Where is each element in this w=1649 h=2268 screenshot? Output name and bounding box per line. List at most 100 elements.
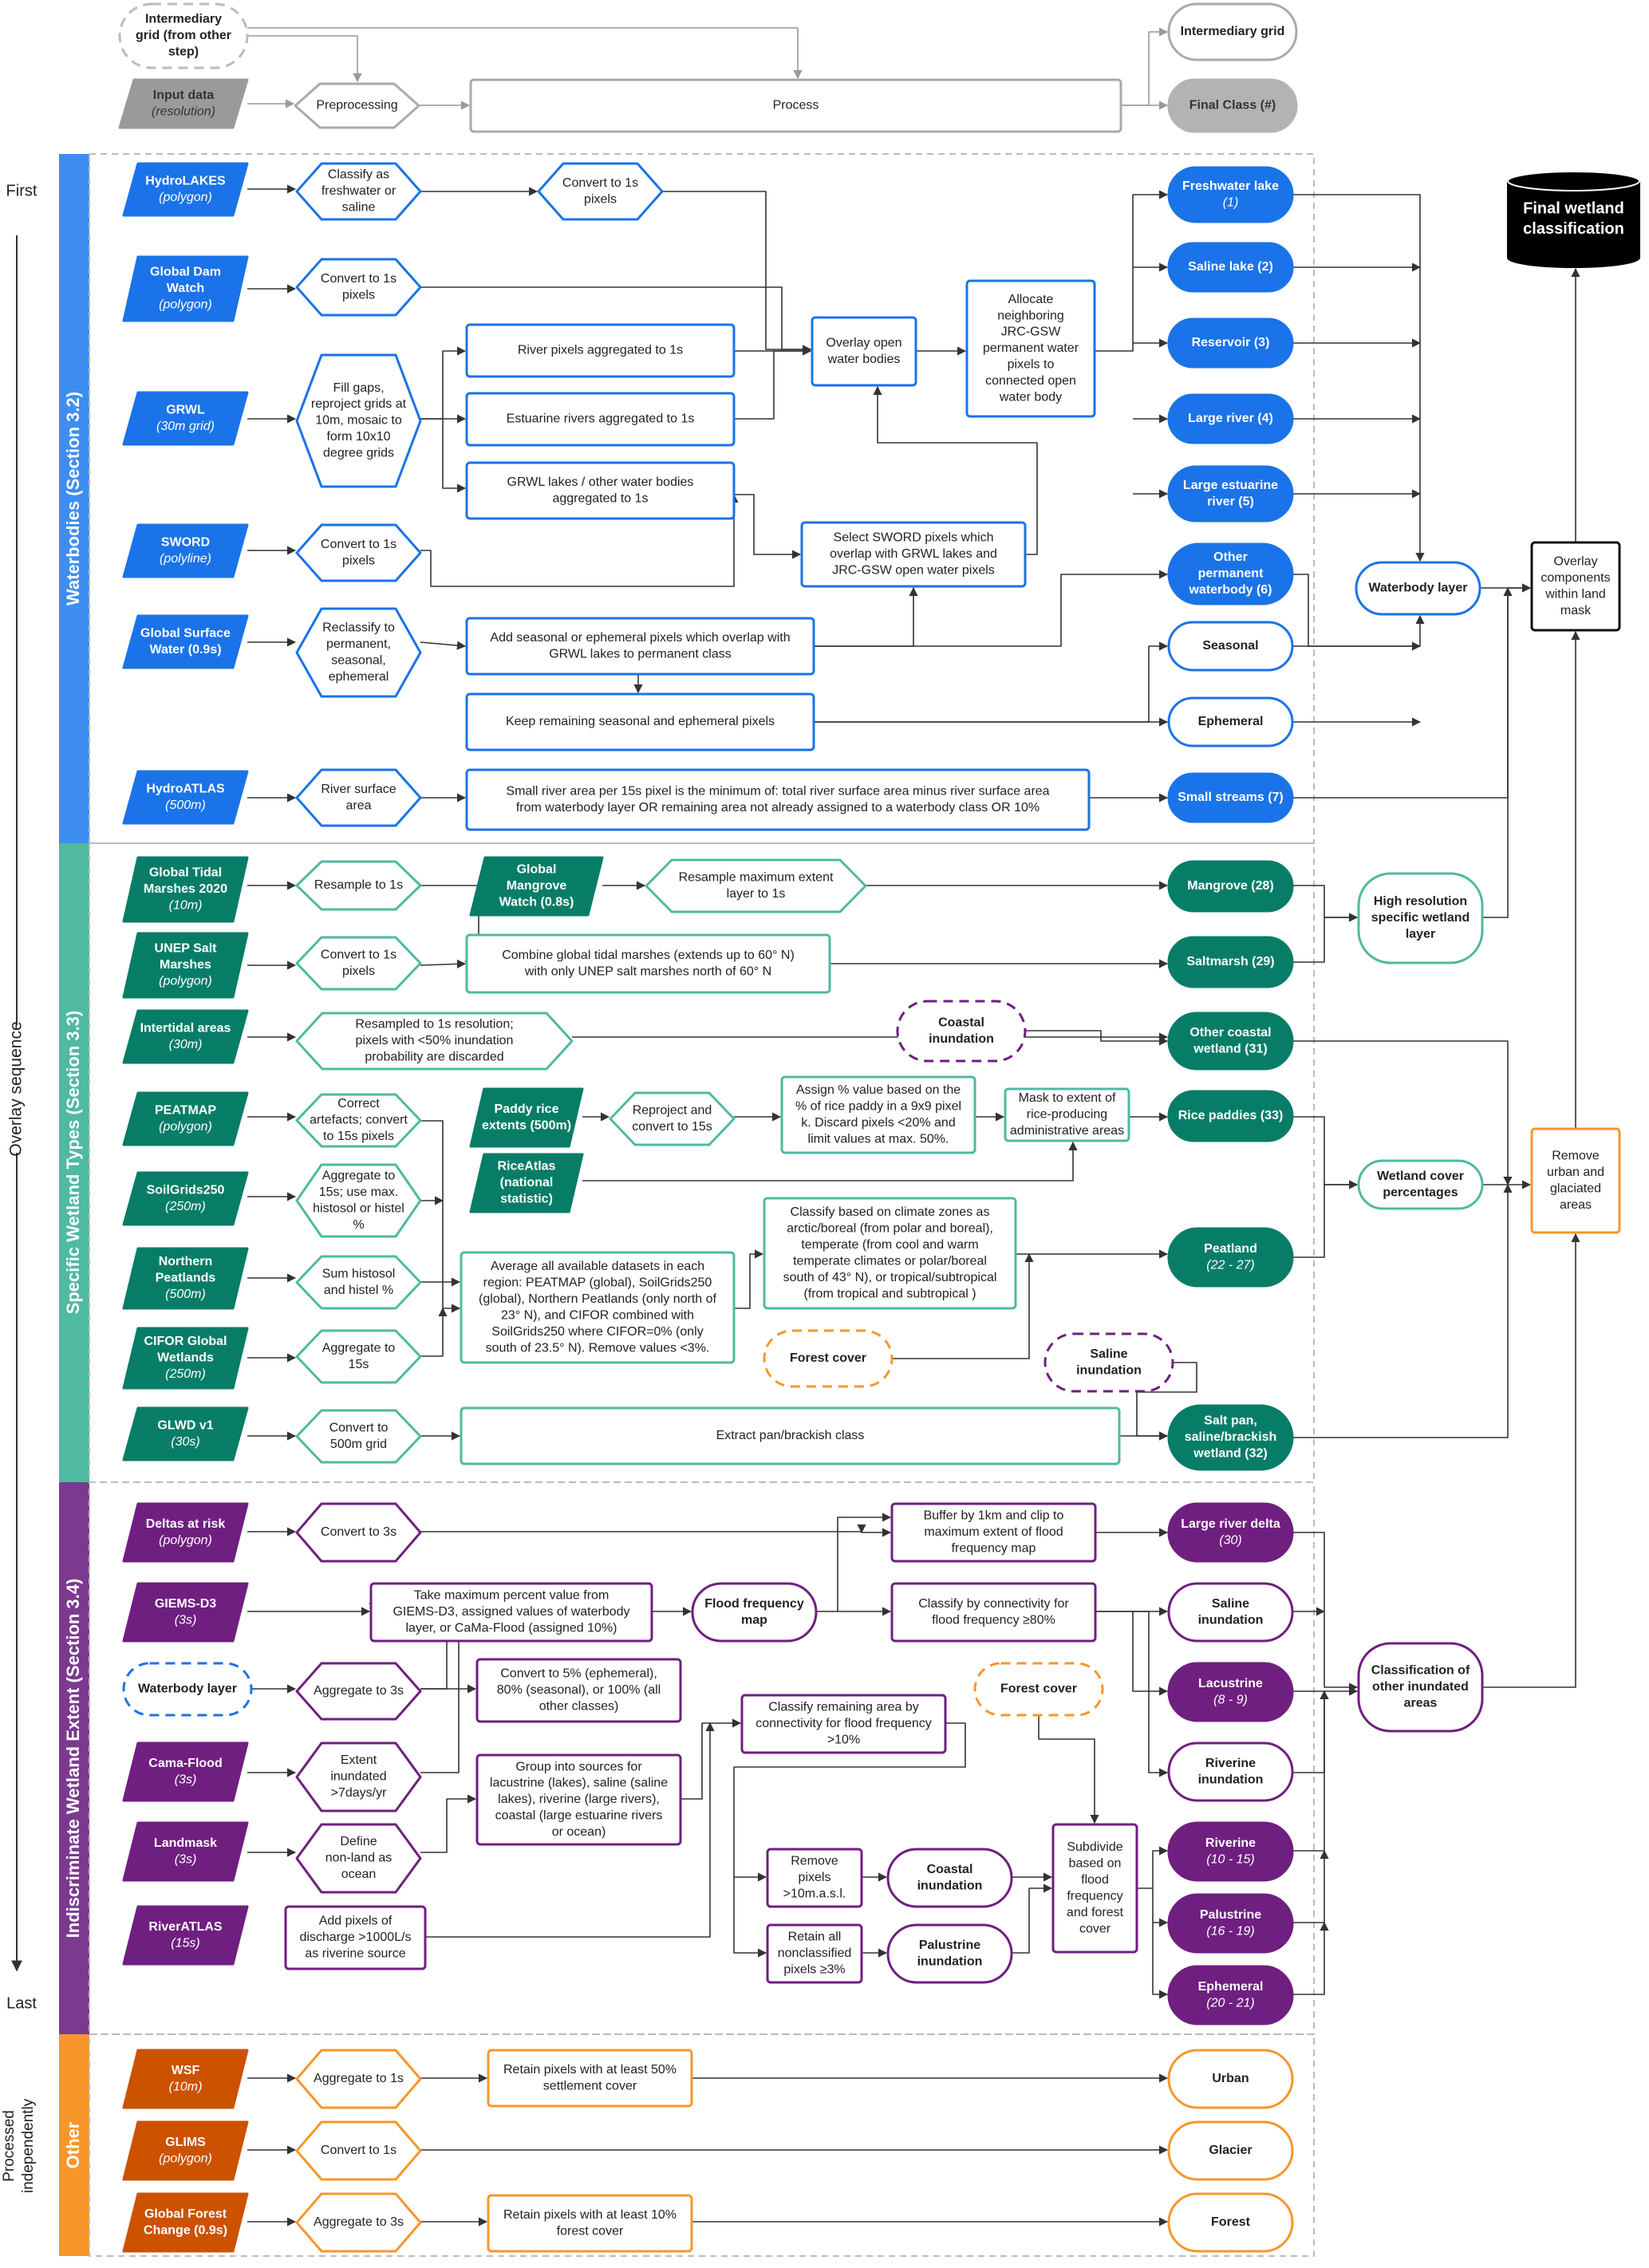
proc-take-maximum-percent-text: GIEMS-D3, assigned values of waterbody: [393, 1605, 629, 1619]
proc-select-sword-pixels-text: overlap with GRWL lakes and: [830, 547, 997, 561]
wetland-cover-percentages-text: Wetland cover: [1377, 1169, 1464, 1183]
flow-edge-73: [892, 1252, 1034, 1359]
class-reservoir: Reservoir (3): [1167, 318, 1294, 369]
flow-edge-114: [1137, 1846, 1169, 1889]
proc-river-pixels-aggregated: River pixels aggregated to 1s: [465, 323, 736, 378]
input-giems-d3-text: (3s): [175, 1613, 197, 1627]
pre-resample-maximum-extent-text: layer to 1s: [727, 887, 786, 901]
pre-grwl-fill-gaps-text: 10m, mosaic to: [315, 414, 402, 428]
input-grwl: GRWL (30m grid): [122, 391, 249, 446]
class-saline-lake-text: Saline lake (2): [1188, 260, 1273, 274]
flow-edge-117: [1292, 1532, 1359, 1692]
flow-edge-31: [814, 586, 918, 647]
pre-resampled-1s-intertidal-text: pixels with <50% inundation: [356, 1034, 514, 1047]
intermediary-saline-inundation-text: Saline: [1090, 1347, 1127, 1361]
class-small-streams: Small streams (7): [1167, 772, 1294, 823]
proc-convert-5-percent-text: other classes): [539, 1700, 619, 1714]
pre-correct-artefacts-text: artefacts; convert: [310, 1114, 408, 1127]
proc-assign-percent-rice-text: limit values at max. 50%.: [808, 1132, 949, 1146]
proc-allocate-jrc-gsw-text: Allocate: [1008, 293, 1054, 306]
proc-classify-remaining-10-text: connectivity for flood frequency: [755, 1717, 932, 1730]
intermediary-flood-frequency-map-text: Flood frequency: [704, 1597, 804, 1611]
section-label-other: Other: [63, 2121, 83, 2168]
indiscriminate-section-frame: [89, 1481, 1315, 2035]
intermediary-coastal-inundation-text: Coastal: [938, 1016, 984, 1029]
class-other-permanent-waterbody-text: permanent: [1198, 567, 1264, 581]
other-section-band: [59, 2034, 89, 2256]
pre-extent-inundated-text: inundated: [330, 1770, 386, 1784]
input-grwl-text: (30m grid): [156, 420, 215, 433]
legend-preprocessing-text: Preprocessing: [316, 99, 397, 112]
proc-subdivide-flood-forest-text: Subdivide: [1067, 1840, 1122, 1854]
input-glims-text: (polygon): [159, 2152, 212, 2165]
pre-reproject-15s-text: convert to 15s: [632, 1120, 712, 1134]
classification-other-inundated-text: Classification of: [1371, 1664, 1470, 1678]
overlay-land-mask-text: mask: [1560, 604, 1592, 617]
proc-allocate-jrc-gsw-text: connected open: [985, 374, 1076, 388]
input-giems-d3: GIEMS-D3(3s): [122, 1582, 249, 1643]
pre-resampled-1s-intertidal-text: probability are discarded: [365, 1051, 503, 1064]
proc-estuarine-rivers-aggregated: Estuarine rivers aggregated to 1s: [465, 392, 736, 447]
flow-edge-121: [1292, 1690, 1329, 1852]
proc-combine-tidal-marshes-text: Combine global tidal marshes (extends up…: [502, 949, 795, 962]
class-saltmarsh-text: Saltmarsh (29): [1186, 955, 1274, 968]
waterbodies-section-band: [59, 154, 89, 843]
flow-edge-51: [420, 959, 467, 968]
pre-convert-1s-glims: Convert to 1s: [295, 2120, 422, 2181]
pre-sum-histosol-text: and histel %: [324, 1284, 393, 1297]
flow-edge-14: [442, 419, 467, 493]
pre-resampled-1s-intertidal-text: Resampled to 1s resolution;: [355, 1018, 513, 1031]
input-hydrolakes: HydroLAKES(polygon): [122, 162, 249, 217]
proc-convert-5-percent-text: Convert to 5% (ephemeral),: [500, 1667, 657, 1681]
intermediary-palustrine-inundation-text: Palustrine: [919, 1939, 980, 1952]
class-large-river-delta-text: Large river delta: [1181, 1517, 1280, 1531]
specific-section-frame: [89, 842, 1315, 1483]
flow-edge-115: [1152, 1888, 1169, 1927]
flow-edge-77: [1136, 1362, 1197, 1441]
proc-retain-nonclassified-text: Retain all: [788, 1931, 842, 1944]
flow-edge-32: [814, 641, 1169, 723]
sequence-label: Overlay sequence: [7, 1021, 26, 1156]
legend-process: Process: [469, 78, 1122, 133]
proc-retain-10-forest-text: forest cover: [557, 2224, 624, 2238]
proc-classify-remaining-10-text: Classify remaining area by: [768, 1701, 919, 1714]
class-lacustrine-text: Lacustrine: [1198, 1677, 1263, 1690]
class-forest: Forest: [1167, 2192, 1294, 2253]
proc-retain-10-forest: Retain pixels with at least 10%forest co…: [487, 2194, 693, 2253]
input-sword: SWORD(polyline): [122, 523, 249, 578]
waterbody-layer-text: Waterbody layer: [1369, 582, 1468, 595]
sequence-last-label: Last: [6, 1994, 37, 2012]
pre-convert-500m-text: 500m grid: [330, 1438, 387, 1451]
input-riceatlas-text: (national: [500, 1176, 554, 1189]
legend-final-class: Final Class (#): [1167, 78, 1298, 133]
flow-edge-84: [1292, 1040, 1513, 1186]
input-soilgrids250: SoilGrids250(250m): [122, 1171, 249, 1226]
other-section-frame: [89, 2033, 1315, 2257]
class-large-estuarine-river-text: Large estuarine: [1183, 479, 1278, 492]
section-label-waterbodies: Waterbodies (Section 3.2): [63, 392, 83, 605]
class-palustrine-text: Palustrine: [1200, 1908, 1261, 1922]
intermediary-palustrine-inundation-text: inundation: [917, 1954, 983, 1968]
class-mangrove: Mangrove (28): [1167, 860, 1294, 913]
proc-group-into-sources-text: Group into sources for: [515, 1760, 642, 1773]
legend-process-text: Process: [773, 99, 819, 112]
input-grwl-text: GRWL: [166, 403, 205, 416]
input-soilgrids250-text: SoilGrids250: [147, 1183, 225, 1197]
proc-subdivide-flood-forest-text: cover: [1079, 1922, 1111, 1935]
pre-sum-histosol-text: Sum histosol: [322, 1267, 396, 1280]
proc-average-peat-datasets-text: SoilGrids250 where CIFOR=0% (only: [491, 1325, 703, 1339]
proc-average-peat-datasets-text: south of 23.5° N). Remove values <3%.: [486, 1341, 710, 1355]
pre-classify-freshwater-saline-text: Classify as: [328, 168, 389, 182]
input-glims: GLIMS(polygon): [122, 2120, 249, 2181]
intermediary-flood-frequency-map-text: map: [741, 1613, 767, 1627]
input-riceatlas-text: RiceAtlas: [498, 1160, 556, 1173]
pre-reclassify-gsw-text: Reclassify to: [322, 621, 395, 634]
